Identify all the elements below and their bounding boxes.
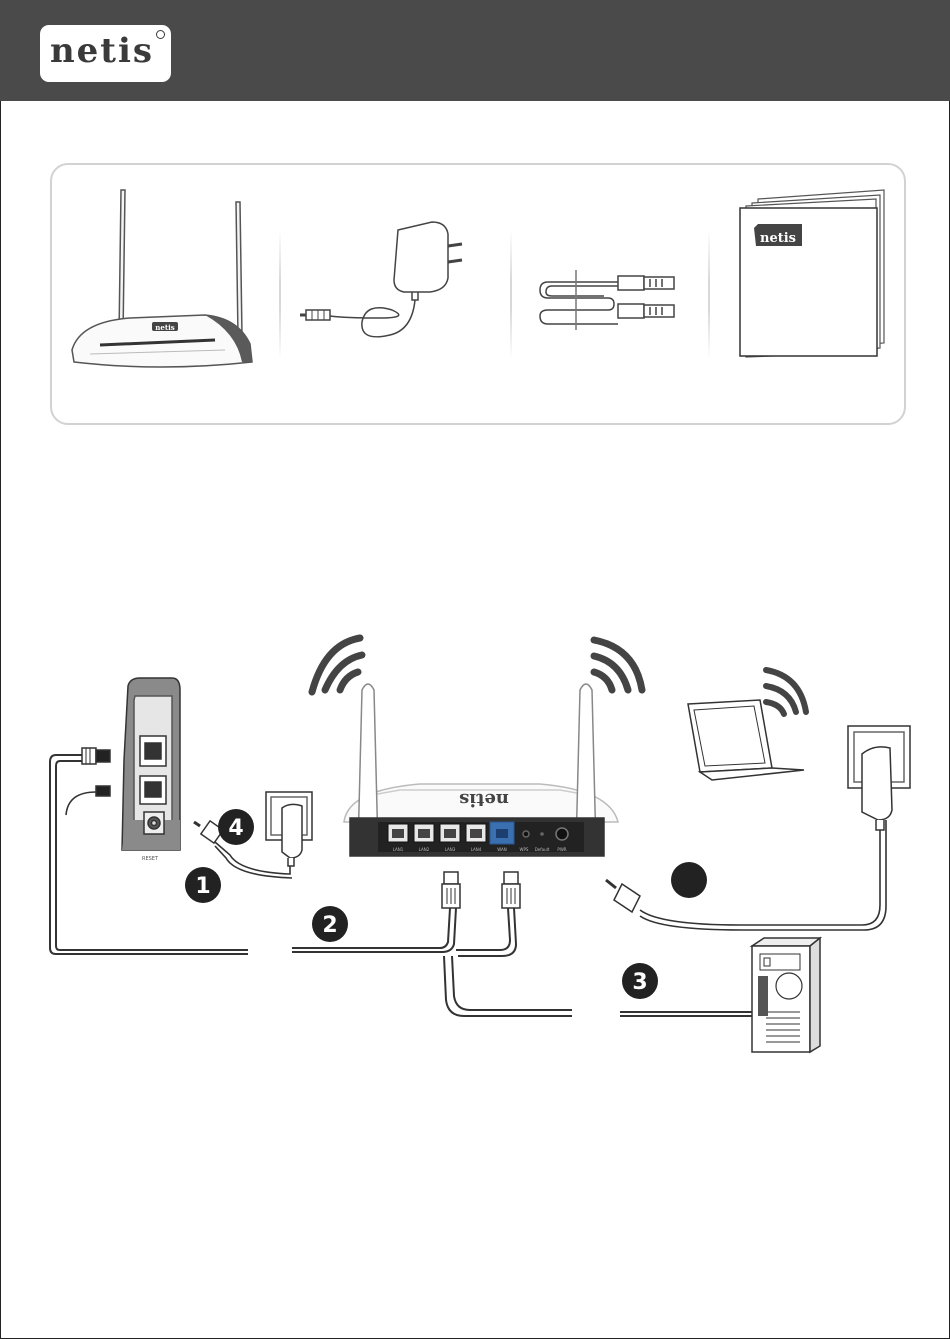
router-ethernet-plugs-icon xyxy=(442,872,520,908)
step-number-1: 1 xyxy=(195,874,210,899)
port-label-wps: WPS xyxy=(520,847,529,852)
step-badge-3: 3 xyxy=(622,963,658,999)
router-brand-text: netis xyxy=(155,323,174,332)
step-badge-1: 1 xyxy=(185,867,221,903)
port-label-default: Default xyxy=(535,847,550,852)
pc-tower-icon xyxy=(752,938,820,1052)
ethernet-plug-icon xyxy=(82,748,110,796)
quick-guide-icon: netis xyxy=(740,190,884,357)
power-adapter-icon xyxy=(300,222,462,337)
port-label-wan: WAN xyxy=(497,847,506,852)
port-label-pwr: PWR xyxy=(557,847,566,852)
modem-icon: RESET xyxy=(122,678,180,862)
step-number-4: 4 xyxy=(228,816,243,841)
port-label-lan3: LAN3 xyxy=(445,847,456,852)
router-icon: netis xyxy=(72,190,252,367)
step-number-3: 3 xyxy=(632,970,647,995)
port-label-lan1: LAN1 xyxy=(393,847,404,852)
ethernet-cable-icon xyxy=(540,270,674,330)
step-number-2: 2 xyxy=(322,913,337,938)
port-label-lan4: LAN4 xyxy=(471,847,482,852)
modem-reset-label: RESET xyxy=(142,856,159,862)
step-badge-4: 4 xyxy=(218,809,254,845)
router-diagram-icon: netis LAN1 LAN2 LAN3 LAN4 WAN WPS Defaul… xyxy=(312,638,642,856)
step-badge-2: 2 xyxy=(312,906,348,942)
router-diagram-brand: netis xyxy=(459,789,509,810)
step-badge-5 xyxy=(671,862,707,898)
router-power-adapter-icon xyxy=(848,726,910,830)
guide-brand-text: netis xyxy=(760,231,796,246)
router-power-plug-icon xyxy=(606,880,640,912)
laptop-icon xyxy=(688,670,806,780)
port-label-lan2: LAN2 xyxy=(419,847,430,852)
